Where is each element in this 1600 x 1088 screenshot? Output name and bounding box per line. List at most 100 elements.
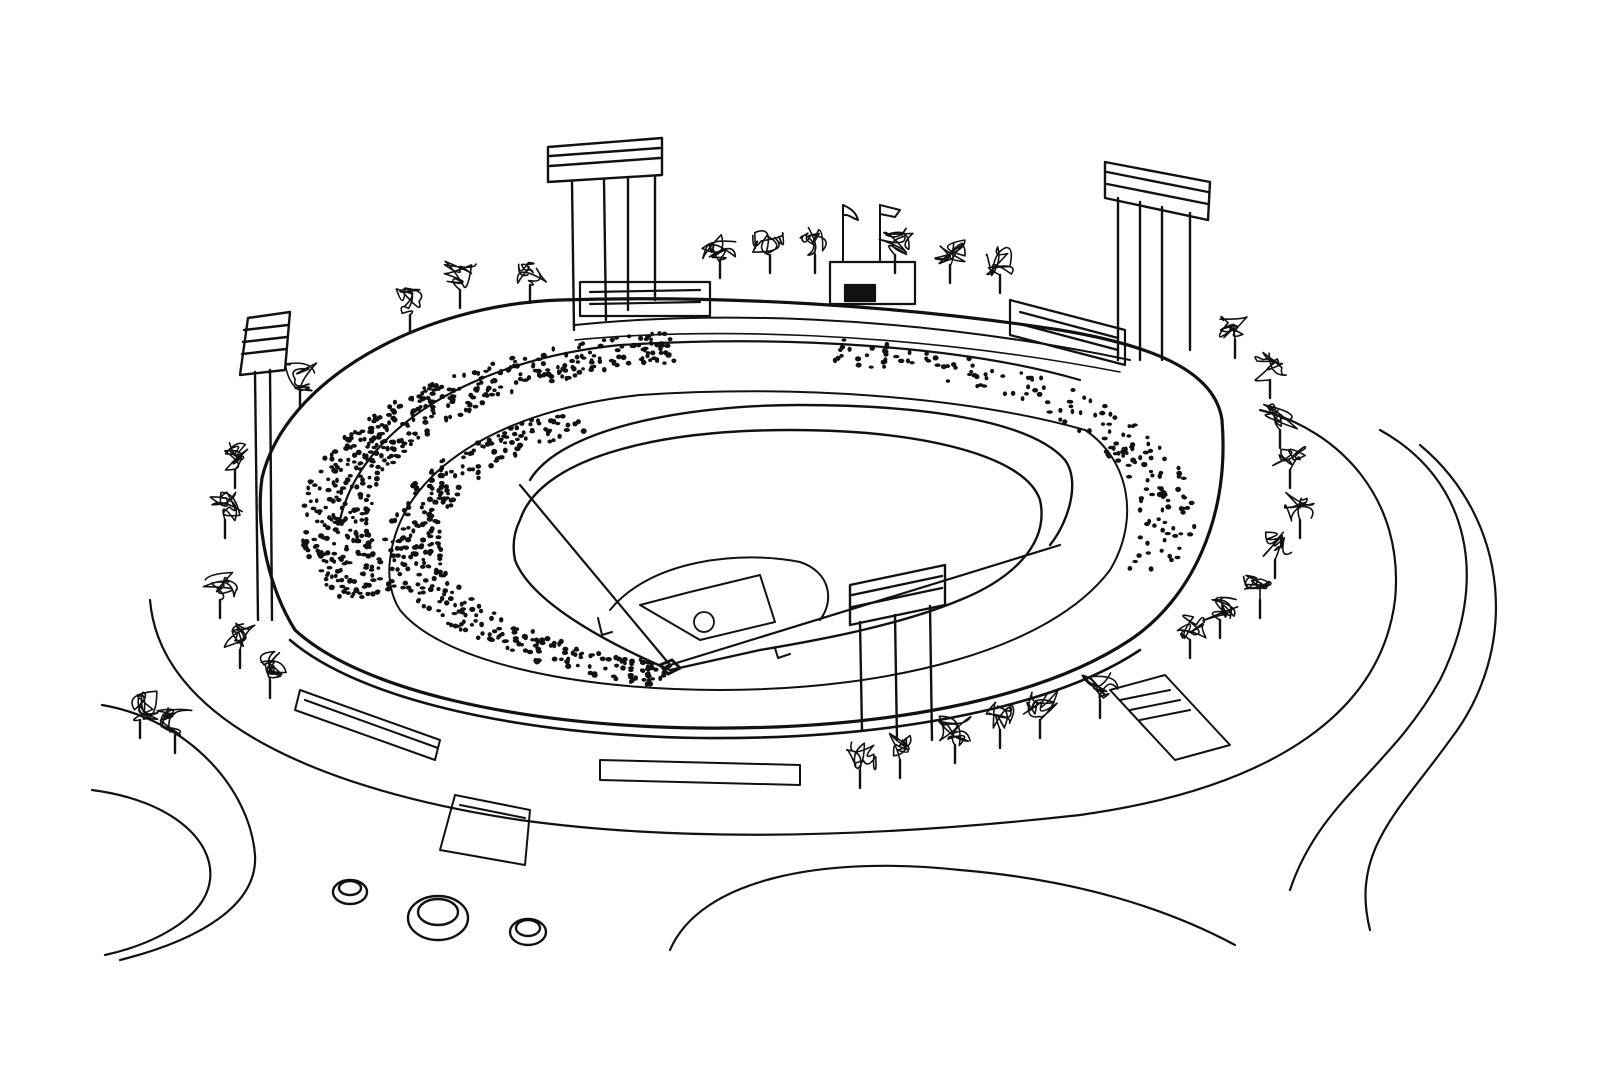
crowd-dot: [578, 655, 584, 660]
tree-canopy: [937, 715, 972, 747]
crowd-dot: [495, 391, 501, 397]
crowd-dot: [436, 609, 442, 613]
crowd-dot: [325, 573, 330, 577]
crowd-dot: [424, 428, 430, 434]
crowd-dot: [558, 638, 564, 645]
crowd-dot: [370, 591, 375, 596]
crowd-dot: [422, 419, 429, 425]
crowd-dot: [597, 343, 604, 349]
crowd-dot: [648, 358, 653, 363]
crowd-dot: [1165, 498, 1171, 503]
crowd-dot: [411, 528, 416, 534]
crowd-dot: [413, 491, 418, 496]
infield-arc: [609, 556, 830, 621]
crowd-dot: [458, 627, 463, 632]
crowd-dot: [539, 640, 546, 646]
crowd-dot: [429, 414, 435, 419]
crowd-dot: [629, 343, 634, 348]
crowd-dot: [639, 659, 647, 666]
tree-canopy: [284, 362, 318, 392]
crowd-dot: [905, 358, 911, 364]
crowd-dot: [410, 397, 415, 402]
playing-field: [512, 428, 1062, 676]
crowd-dot: [1113, 441, 1120, 446]
dugout-left: [597, 617, 613, 636]
crowd-dot: [364, 507, 371, 512]
crowd-dot: [354, 465, 359, 471]
crowd-dot: [374, 481, 379, 487]
crowd-dot: [580, 428, 587, 434]
crowd-dot: [1087, 428, 1092, 434]
crowd-dots: [301, 331, 1197, 687]
light-tower-left: [238, 310, 292, 622]
crowd-dot: [1020, 396, 1025, 402]
crowd-dot: [519, 642, 524, 647]
crowd-dot: [609, 337, 615, 342]
tree-canopy: [259, 650, 287, 681]
crowd-dot: [419, 505, 424, 510]
crowd-dot: [622, 657, 628, 662]
crowd-dot: [565, 422, 571, 428]
crowd-dot: [442, 588, 449, 594]
tree: [259, 650, 287, 700]
crowd-dot: [435, 386, 441, 392]
crowd-dot: [433, 570, 439, 576]
crowd-dot: [562, 646, 569, 652]
crowd-dot: [633, 675, 639, 681]
crowd-dot: [329, 556, 335, 563]
crowd-dot: [1192, 523, 1197, 530]
crowd-dot: [349, 484, 354, 489]
tree: [1022, 690, 1059, 740]
crowd-dot: [1115, 458, 1122, 463]
crowd-dot: [614, 663, 620, 668]
crowd-dot: [446, 403, 451, 409]
crowd-dot: [316, 509, 323, 513]
crowd-dot: [405, 505, 412, 510]
crowd-dot: [422, 578, 429, 583]
crowd-dot: [326, 477, 331, 482]
tree: [223, 442, 249, 490]
crowd-dot: [428, 477, 435, 483]
crowd-dot: [1108, 411, 1113, 417]
crowd-dot: [526, 649, 534, 655]
crowd-dot: [587, 350, 593, 355]
tree: [284, 362, 318, 410]
crowd-dot: [418, 405, 423, 409]
crowd-dot: [1121, 453, 1126, 458]
tree-canopy: [209, 491, 243, 522]
crowd-dot: [355, 549, 361, 556]
tree-canopy: [1081, 672, 1119, 701]
tree-canopy: [443, 260, 477, 291]
crowd-dot: [459, 622, 464, 627]
crowd-dot: [326, 565, 333, 570]
crowd-dot: [439, 394, 446, 400]
crowd-dot: [1101, 436, 1108, 441]
crowd-dot: [562, 363, 568, 369]
crowd-dot: [451, 387, 457, 393]
mid-ring: [388, 390, 1129, 691]
crowd-dot: [362, 455, 367, 460]
planter-large: [406, 894, 470, 942]
crowd-dot: [530, 629, 535, 634]
crowd-dot: [471, 370, 478, 376]
crowd-dot: [650, 677, 655, 681]
trees: [131, 226, 1315, 790]
crowd-dot: [981, 384, 988, 388]
crowd-dot: [459, 601, 464, 607]
crowd-dot: [1157, 445, 1162, 450]
tree-canopy: [1262, 531, 1293, 561]
entrance-ramp-right: [1109, 674, 1231, 761]
crowd-dot: [1149, 492, 1156, 497]
crowd-dot: [401, 508, 407, 513]
crowd-dot: [410, 551, 417, 556]
crowd-dot: [435, 535, 442, 540]
outfield-grass: [512, 428, 1043, 672]
crowd-dot: [602, 367, 607, 373]
crowd-dot: [486, 385, 492, 391]
crowd-dot: [351, 579, 358, 584]
crowd-dot: [336, 497, 342, 502]
crowd-dot: [1062, 419, 1068, 425]
crowd-dot: [370, 552, 375, 558]
crowd-dot: [572, 421, 578, 427]
crowd-dot: [442, 592, 447, 597]
